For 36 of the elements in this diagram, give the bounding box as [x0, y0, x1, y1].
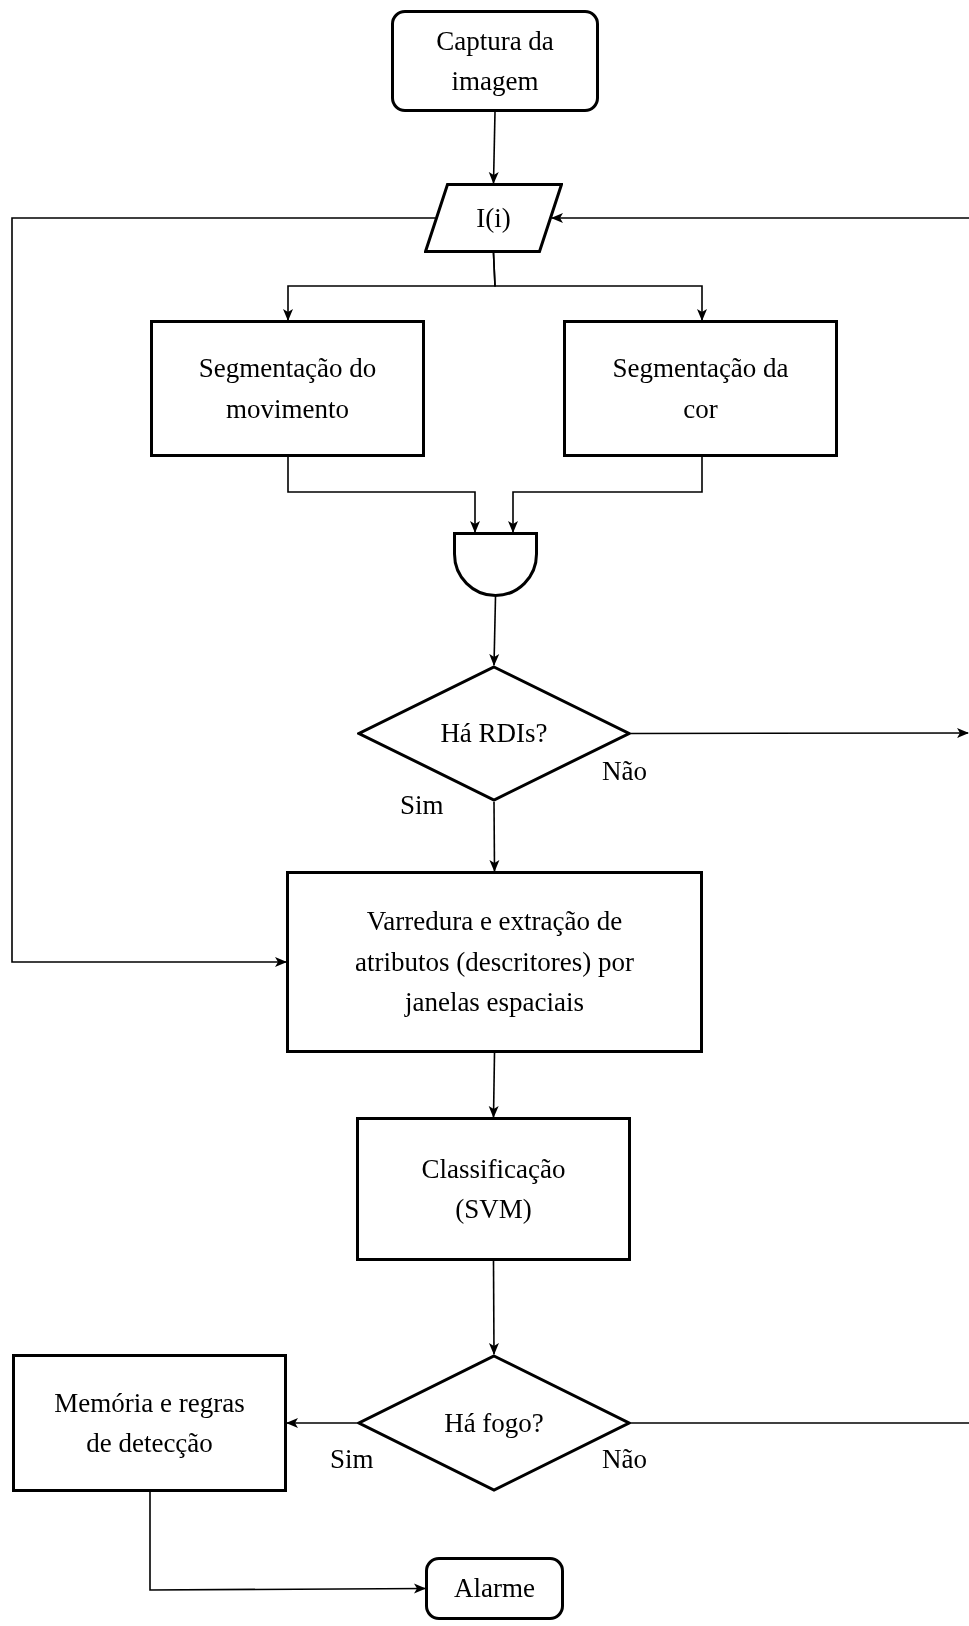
connector-arrow [508, 456, 703, 533]
connector-arrow [488, 111, 499, 184]
and-gate-shape [453, 532, 538, 597]
connector-arrow [11, 217, 436, 967]
connector-arrow [488, 1052, 499, 1118]
connector-arrow [551, 213, 969, 223]
connector-arrow [488, 1260, 499, 1355]
connector-arrow [492, 252, 707, 321]
node-label: Alarme [453, 1572, 536, 1606]
connector-arrow [286, 1418, 358, 1428]
edge-label: Sim [400, 792, 444, 819]
process-box [150, 320, 425, 457]
process-box [286, 871, 703, 1053]
connector-arrow [149, 1491, 426, 1594]
connector-arrow [489, 596, 500, 666]
connector-arrow [489, 801, 500, 872]
process-box [563, 320, 838, 457]
node-label: Memória e regras de detecção [53, 1386, 246, 1460]
node-label: I(i) [475, 201, 512, 235]
connector-arrow [630, 728, 969, 738]
node-label: Captura da imagem [435, 24, 555, 98]
node-label: Segmentação do movimento [197, 352, 378, 426]
process-box [12, 1354, 287, 1492]
edge-label: Sim [330, 1446, 374, 1473]
node-label: Classificação (SVM) [420, 1152, 567, 1226]
node-label: Varredura e extração de atributos (descritores) por janelas espaciais [354, 905, 635, 1020]
input-parallelogram [424, 183, 563, 253]
connector-arrow [287, 456, 480, 533]
terminal-box [425, 1557, 564, 1620]
edge-label: Não [602, 758, 647, 785]
node-label: Há fogo? [443, 1406, 545, 1440]
process-box [356, 1117, 631, 1261]
terminal-box [391, 10, 599, 112]
edge-label: Não [602, 1446, 647, 1473]
node-label: Há RDIs? [439, 717, 549, 751]
node-label: Segmentação da cor [611, 352, 790, 426]
